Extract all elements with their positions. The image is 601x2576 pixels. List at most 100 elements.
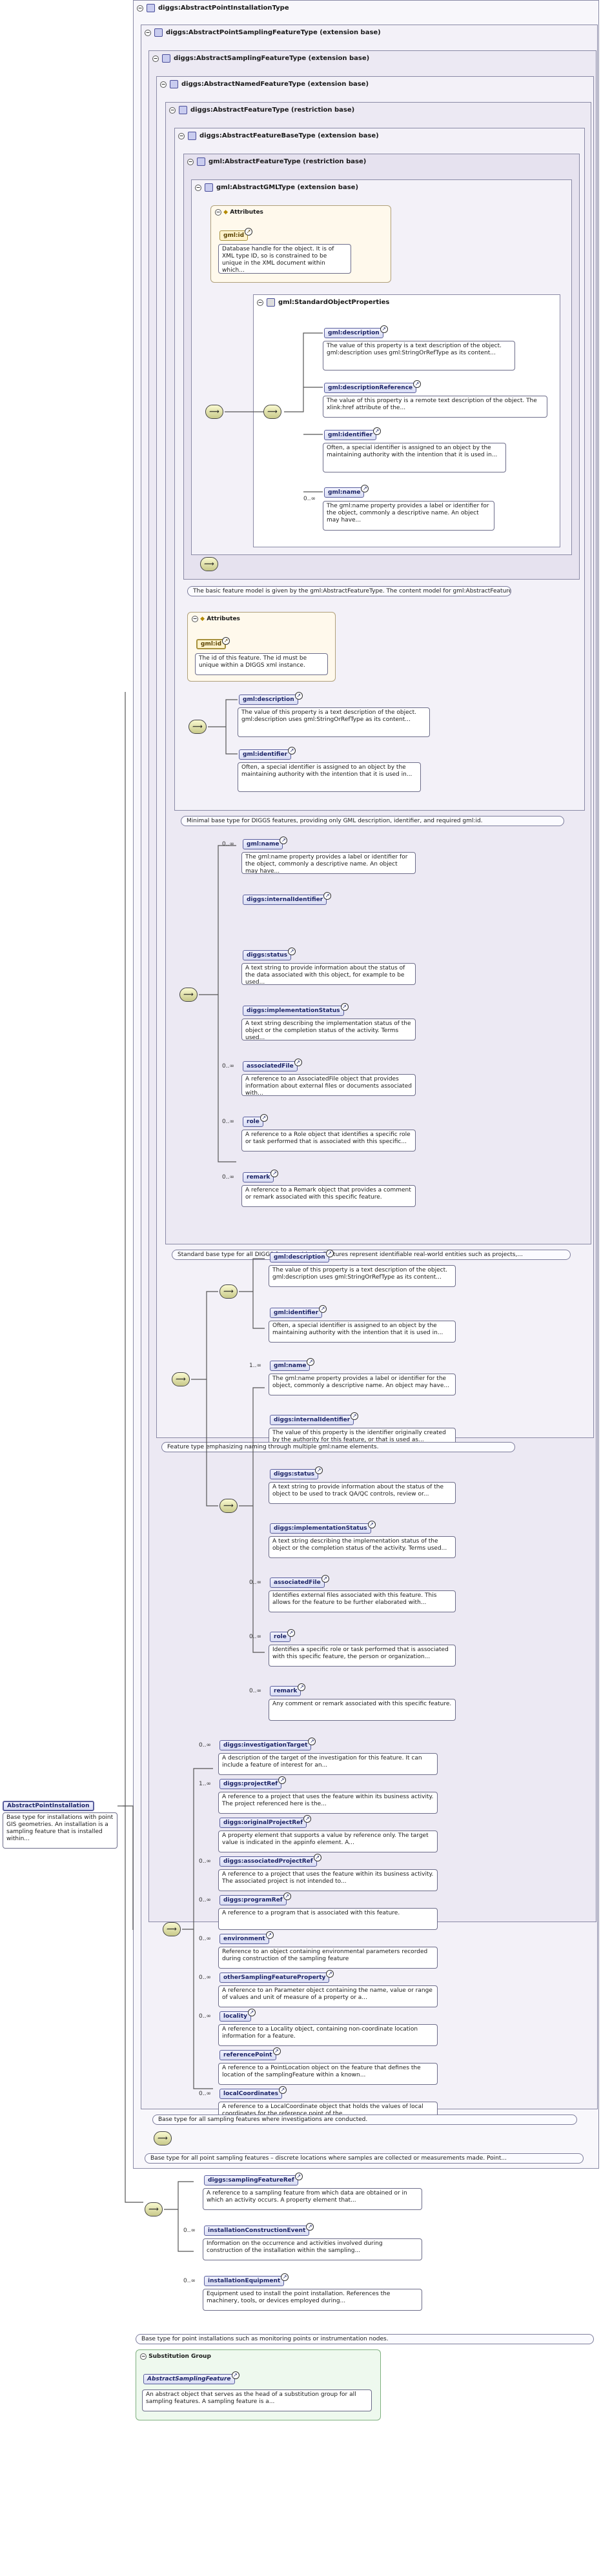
- sequence-icon[interactable]: ⟿: [263, 405, 281, 419]
- link-icon[interactable]: ↗: [281, 2273, 289, 2281]
- sequence-icon[interactable]: ⟿: [188, 720, 207, 734]
- element-gml-name[interactable]: gml:name↗: [270, 1358, 315, 1371]
- collapse-toggle-icon[interactable]: −: [178, 132, 185, 139]
- element-diggs-original-project-ref[interactable]: diggs:originalProjectRef↗: [219, 1815, 312, 1828]
- sequence-icon[interactable]: ⟿: [145, 2202, 163, 2216]
- element-role[interactable]: role↗: [243, 1114, 268, 1127]
- link-icon[interactable]: ↗: [283, 1892, 291, 1900]
- link-icon[interactable]: ↗: [313, 1854, 321, 1861]
- element-gml-identifier[interactable]: gml:identifier↗: [239, 747, 296, 760]
- link-icon[interactable]: ↗: [280, 837, 288, 844]
- link-icon[interactable]: ↗: [367, 1521, 376, 1528]
- collapse-toggle-icon[interactable]: −: [192, 616, 198, 622]
- std-prop-name[interactable]: gml:name↗: [324, 485, 369, 498]
- link-icon[interactable]: ↗: [288, 747, 296, 755]
- link-icon[interactable]: ↗: [326, 1970, 334, 1978]
- collapse-toggle-icon[interactable]: −: [257, 299, 263, 306]
- attribute-gml-id[interactable]: gml:id↗: [219, 228, 253, 241]
- element-diggs-implementation-status[interactable]: diggs:implementationStatus↗: [270, 1521, 376, 1534]
- sequence-icon[interactable]: ⟿: [219, 1499, 238, 1513]
- element-local-coordinates[interactable]: localCoordinates↗: [219, 2086, 287, 2099]
- element-role[interactable]: role↗: [270, 1629, 295, 1642]
- link-icon[interactable]: ↗: [361, 485, 369, 492]
- link-icon[interactable]: ↗: [294, 1059, 302, 1066]
- std-prop-description-reference[interactable]: gml:descriptionReference↗: [324, 380, 422, 393]
- link-icon[interactable]: ↗: [308, 1738, 316, 1745]
- element-diggs-internal-identifier[interactable]: diggs:internalIdentifier↗: [270, 1412, 359, 1425]
- sequence-icon[interactable]: ⟿: [205, 405, 223, 419]
- link-icon[interactable]: ↗: [303, 1815, 312, 1823]
- link-icon[interactable]: ↗: [245, 228, 253, 236]
- element-diggs-status[interactable]: diggs:status↗: [270, 1466, 323, 1479]
- element-gml-description[interactable]: gml:description↗: [270, 1250, 334, 1263]
- element-diggs-sampling-feature-ref[interactable]: diggs:samplingFeatureRef↗: [204, 2173, 303, 2186]
- link-icon[interactable]: ↗: [272, 2047, 281, 2055]
- element-associated-file[interactable]: associatedFile↗: [270, 1575, 329, 1588]
- sequence-icon[interactable]: ⟿: [200, 557, 218, 571]
- collapse-toggle-icon[interactable]: −: [137, 5, 143, 12]
- collapse-toggle-icon[interactable]: −: [145, 29, 151, 36]
- element-remark[interactable]: remark↗: [270, 1683, 306, 1696]
- element-environment[interactable]: environment↗: [219, 1931, 274, 1944]
- link-icon[interactable]: ↗: [380, 325, 388, 333]
- element-gml-description[interactable]: gml:description↗: [239, 692, 303, 705]
- link-icon[interactable]: ↗: [260, 1114, 268, 1122]
- link-icon[interactable]: ↗: [270, 1170, 279, 1177]
- sequence-icon[interactable]: ⟿: [163, 1922, 181, 1936]
- element-diggs-internal-identifier[interactable]: diggs:internalIdentifier↗: [243, 892, 332, 905]
- element-diggs-implementation-status[interactable]: diggs:implementationStatus↗: [243, 1003, 349, 1016]
- link-icon[interactable]: ↗: [298, 1683, 306, 1691]
- link-icon[interactable]: ↗: [278, 2086, 287, 2094]
- sequence-icon[interactable]: ⟿: [154, 2131, 172, 2145]
- collapse-toggle-icon[interactable]: −: [160, 81, 167, 88]
- link-icon[interactable]: ↗: [306, 2223, 314, 2231]
- link-icon[interactable]: ↗: [287, 1629, 295, 1637]
- collapse-toggle-icon[interactable]: −: [169, 106, 176, 114]
- link-icon[interactable]: ↗: [265, 1931, 274, 1939]
- link-icon[interactable]: ↗: [288, 948, 296, 955]
- std-prop-identifier[interactable]: gml:identifier↗: [324, 427, 382, 440]
- collapse-toggle-icon[interactable]: −: [140, 2353, 147, 2360]
- attribute-gml-id[interactable]: gml:id↗: [196, 637, 230, 649]
- element-diggs-associated-project-ref[interactable]: diggs:associatedProjectRef↗: [219, 1854, 321, 1867]
- element-diggs-project-ref[interactable]: diggs:projectRef↗: [219, 1776, 287, 1789]
- sequence-icon[interactable]: ⟿: [179, 988, 198, 1002]
- link-icon[interactable]: ↗: [278, 1776, 287, 1784]
- link-icon[interactable]: ↗: [413, 380, 422, 388]
- collapse-toggle-icon[interactable]: −: [152, 55, 159, 62]
- link-icon[interactable]: ↗: [373, 427, 382, 435]
- element-installation-construction-event[interactable]: installationConstructionEvent↗: [204, 2223, 314, 2236]
- element-remark[interactable]: remark↗: [243, 1170, 279, 1182]
- root-element[interactable]: AbstractPointInstallation: [3, 1801, 94, 1811]
- element-reference-point[interactable]: referencePoint↗: [219, 2047, 281, 2060]
- element-installation-equipment[interactable]: installationEquipment↗: [204, 2273, 289, 2286]
- collapse-toggle-icon[interactable]: −: [195, 184, 201, 191]
- link-icon[interactable]: ↗: [351, 1412, 359, 1420]
- collapse-toggle-icon[interactable]: −: [187, 158, 194, 165]
- element-diggs-program-ref[interactable]: diggs:programRef↗: [219, 1892, 291, 1905]
- element-associated-file[interactable]: associatedFile↗: [243, 1059, 302, 1071]
- element-gml-name[interactable]: gml:name↗: [243, 837, 288, 849]
- sequence-icon[interactable]: ⟿: [172, 1372, 190, 1386]
- link-icon[interactable]: ↗: [323, 892, 332, 900]
- link-icon[interactable]: ↗: [222, 637, 230, 645]
- element-gml-identifier[interactable]: gml:identifier↗: [270, 1305, 327, 1318]
- link-icon[interactable]: ↗: [294, 692, 303, 700]
- link-icon[interactable]: ↗: [340, 1003, 349, 1011]
- link-icon[interactable]: ↗: [248, 2009, 256, 2016]
- sequence-icon[interactable]: ⟿: [219, 1284, 238, 1299]
- link-icon[interactable]: ↗: [231, 2371, 239, 2379]
- link-icon[interactable]: ↗: [294, 2173, 303, 2180]
- collapse-toggle-icon[interactable]: −: [215, 209, 221, 216]
- link-icon[interactable]: ↗: [307, 1358, 315, 1366]
- element-diggs-status[interactable]: diggs:status↗: [243, 948, 296, 960]
- link-icon[interactable]: ↗: [319, 1305, 327, 1313]
- link-icon[interactable]: ↗: [315, 1466, 323, 1474]
- substitution-head-element[interactable]: AbstractSamplingFeature↗: [143, 2371, 239, 2384]
- link-icon[interactable]: ↗: [321, 1575, 329, 1583]
- element-other-sampling-feature-property[interactable]: otherSamplingFeatureProperty↗: [219, 1970, 334, 1983]
- std-prop-description[interactable]: gml:description↗: [324, 325, 388, 338]
- link-icon[interactable]: ↗: [325, 1250, 334, 1257]
- element-diggs-investigation-target[interactable]: diggs:investigationTarget↗: [219, 1738, 316, 1750]
- element-locality[interactable]: locality↗: [219, 2009, 256, 2022]
